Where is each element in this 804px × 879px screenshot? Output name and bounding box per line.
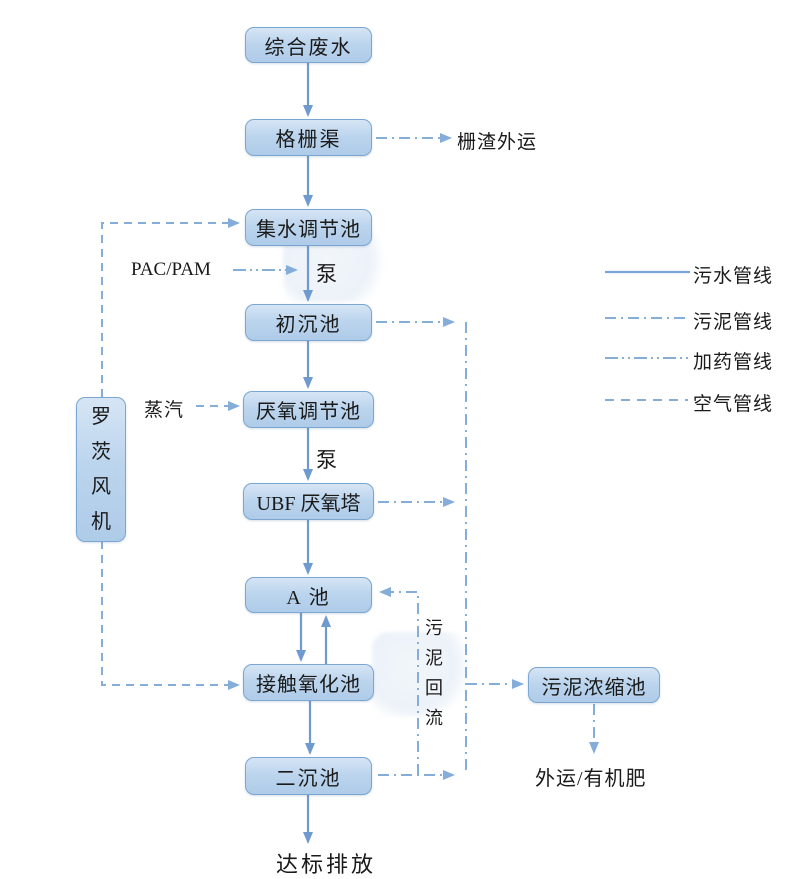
legend-label-air: 空气管线 [693,394,774,415]
label-pac-pam: PAC/PAM [131,259,211,280]
node-a-tank: A 池 [245,577,372,613]
node-influent: 综合废水 [245,27,372,63]
label-pump-2: 泵 [316,448,338,472]
node-label: 接触氧化池 [256,674,361,696]
label-screen-residue: 栅渣外运 [457,132,538,153]
node-label: 综合废水 [264,36,353,59]
node-sludge-thickening-tank: 污泥浓缩池 [528,667,660,703]
sludge-return-to-a-tank [379,587,419,775]
node-roots-blower: 罗茨风机 [76,397,126,542]
node-label: 初沉池 [275,314,342,336]
node-label: UBF 厌氧塔 [256,493,361,515]
label-steam: 蒸汽 [144,400,185,421]
node-secondary-sedimentation-tank: 二沉池 [245,757,372,795]
label-discharge: 达标排放 [276,852,377,877]
legend-label-sewage: 污水管线 [693,266,774,287]
node-label: 集水调节池 [256,219,361,241]
node-screen-channel: 格栅渠 [245,119,372,156]
node-label: 二沉池 [275,767,342,790]
node-collection-regulating-tank: 集水调节池 [245,209,372,246]
node-label: 罗茨风机 [91,405,111,533]
node-anaerobic-regulating-tank: 厌氧调节池 [243,391,374,428]
node-contact-oxidation-tank: 接触氧化池 [243,664,374,701]
node-label: A 池 [286,586,331,609]
node-label: 厌氧调节池 [256,401,361,423]
legend-label-sludge: 污泥管线 [693,312,774,333]
air-blower-to-contact [101,541,240,690]
node-ubf-anaerobic-tower: UBF 厌氧塔 [243,483,374,520]
node-primary-sedimentation-tank: 初沉池 [245,304,372,341]
label-sludge-return: 污泥回流 [425,618,443,728]
legend-label-dosing: 加药管线 [693,352,774,373]
label-sludge-out: 外运/有机肥 [535,768,647,790]
watermark [372,632,472,717]
air-blower-to-collection [101,218,240,397]
label-pump-1: 泵 [316,262,338,286]
node-label: 污泥浓缩池 [541,676,647,699]
node-label: 格栅渠 [275,129,342,151]
